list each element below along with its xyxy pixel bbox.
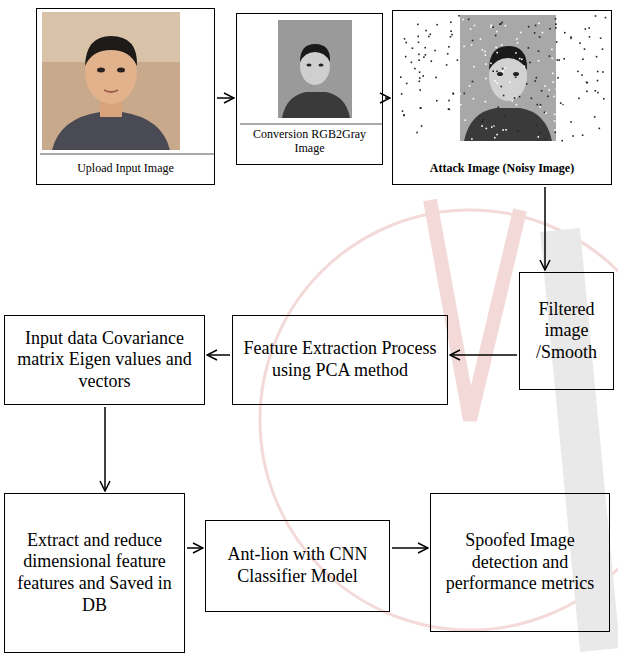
process-box: Spoofed Image detection and performance … [430, 493, 610, 632]
flow-arrow [385, 97, 390, 99]
flow-arrow [217, 97, 234, 99]
input-photo [42, 12, 180, 150]
box-label: Ant-lion with CNN Classifier Model [206, 542, 389, 589]
process-box: Ant-lion with CNN Classifier Model [205, 520, 390, 612]
image-box: Upload Input Image [36, 8, 215, 185]
flow-arrow [392, 547, 428, 549]
box-label: Spoofed Image detection and performance … [431, 528, 609, 597]
box-label: Filtered image /Smooth [520, 297, 613, 366]
box-label: Extract and reduce dimensional feature f… [5, 528, 184, 618]
process-box: Feature Extraction Process using PCA met… [232, 315, 448, 405]
noisy-photo [400, 15, 606, 142]
image-box: Attack Image (Noisy Image) [392, 10, 612, 185]
process-box: Input data Covariance matrix Eigen value… [4, 315, 205, 405]
process-box: Filtered image /Smooth [519, 272, 614, 390]
box-label: Conversion RGB2Gray Image [237, 126, 382, 158]
image-box: Conversion RGB2Gray Image [236, 13, 383, 165]
process-box: Extract and reduce dimensional feature f… [4, 493, 185, 653]
box-label: Input data Covariance matrix Eigen value… [5, 326, 204, 395]
box-label: Attack Image (Noisy Image) [424, 160, 580, 178]
box-label: Feature Extraction Process using PCA met… [233, 336, 447, 383]
flow-arrow [207, 354, 230, 356]
flow-arrow [450, 354, 517, 356]
flow-arrow [104, 407, 106, 491]
gray-photo [278, 20, 352, 118]
box-label: Upload Input Image [71, 160, 180, 178]
flow-arrow [187, 547, 203, 549]
flow-arrow [544, 187, 546, 270]
